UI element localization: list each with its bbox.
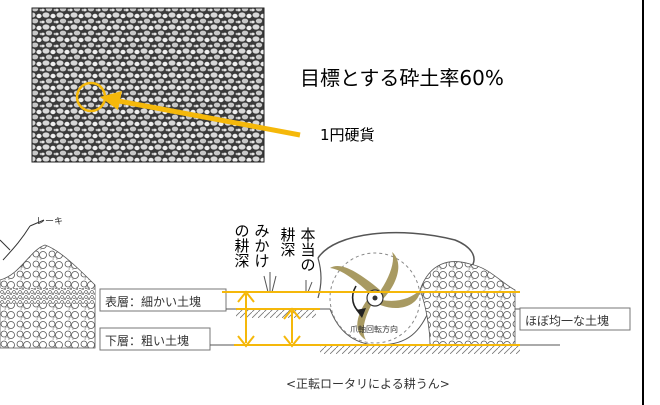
upper-layer-box: [99, 288, 227, 312]
upper-layer-label: 表層：細かい土塊: [105, 295, 202, 309]
grass-tuft: [263, 272, 277, 293]
diagram-caption: <正転ロータリによる耕うん>: [286, 377, 450, 391]
coin-arrow: [107, 96, 301, 138]
uniform-clods-box: [519, 307, 631, 331]
uniform-clods-label: ほぼ均一な土塊: [525, 314, 610, 328]
rotor-cover: [317, 231, 475, 267]
true-depth-col1: 本 当 の: [300, 226, 316, 274]
apparent-depth-col1: み か け: [254, 222, 270, 270]
coin-label: 1円硬貨: [320, 126, 375, 144]
target-ratio-title: 目標とする砕土率60%: [300, 66, 504, 90]
rotor-circle: [329, 252, 421, 344]
apparent-depth-col2: の 耕 深: [234, 222, 250, 270]
lower-layer-label: 下層：粗い土塊: [105, 334, 190, 348]
right-ridge: [419, 261, 516, 346]
gravel-photo: [32, 8, 264, 162]
lower-layer-box: [99, 327, 211, 351]
rotor-tines: [330, 252, 420, 340]
true-depth-col2: 耕 深: [280, 226, 296, 259]
rake-label: レーキ: [36, 217, 64, 227]
fine-layer-left: [0, 288, 95, 304]
apparent-depth-arrow: [237, 290, 255, 348]
rotor-direction-label: 爪軸回転方向: [350, 325, 398, 334]
true-depth-arrow: [283, 307, 301, 348]
